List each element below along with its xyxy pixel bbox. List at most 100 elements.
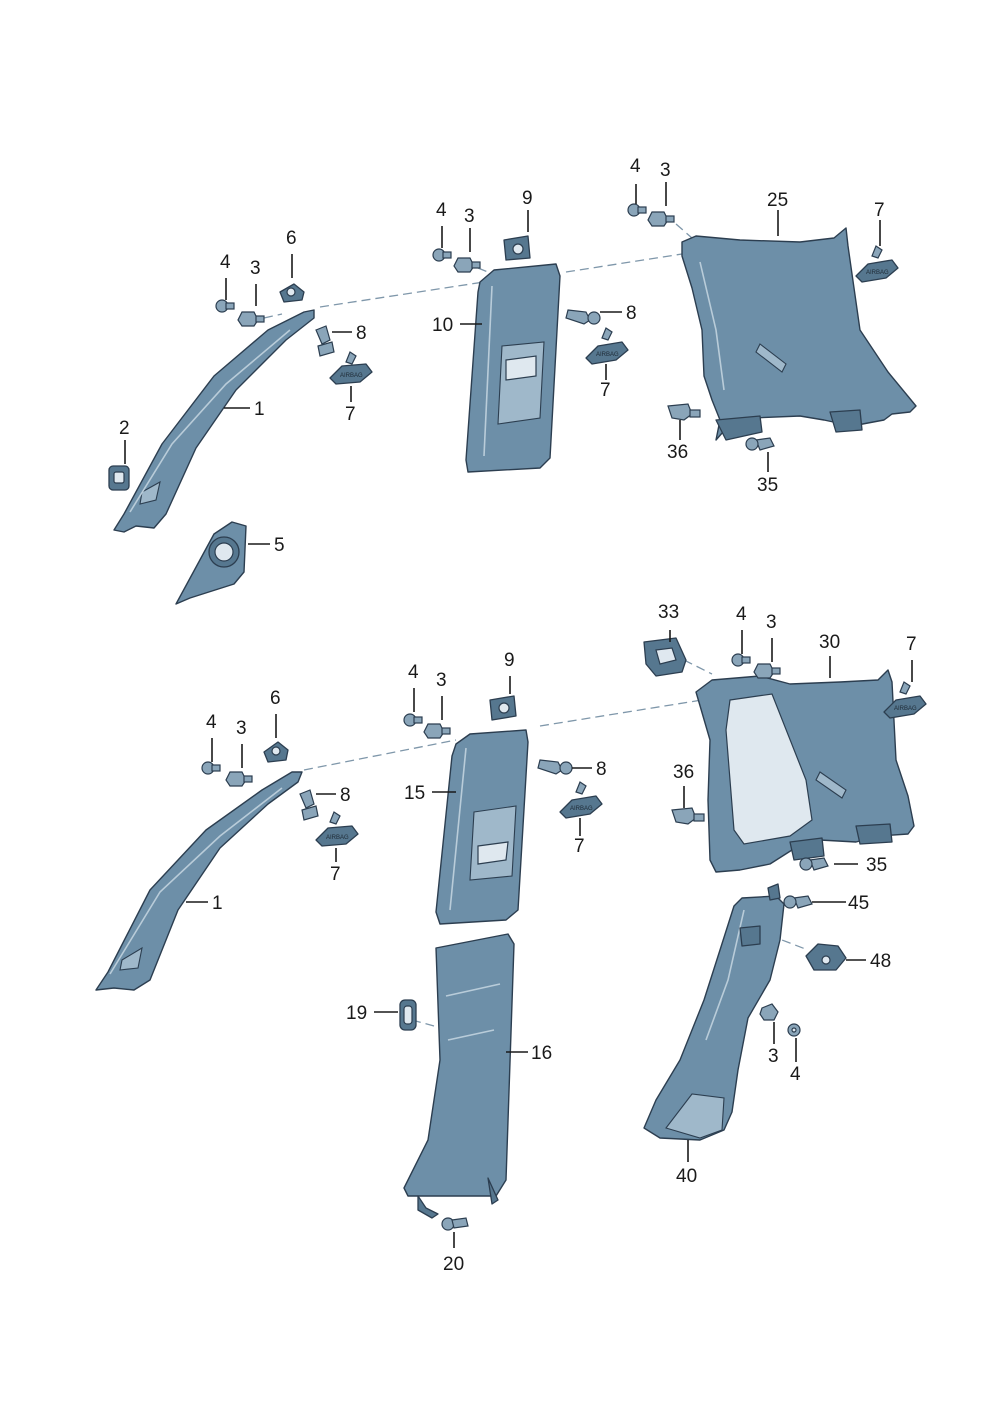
bracket-part-33 (643, 637, 687, 677)
callout-16: 16 (531, 1043, 552, 1064)
screw-3-upper-left (237, 311, 265, 327)
callout-4: 4 (630, 156, 641, 177)
screw-4-lower-quarter (787, 1023, 801, 1037)
callout-8: 8 (356, 323, 367, 344)
airbag-tag-7-lower-mid: AIRBAG (559, 781, 603, 819)
b-pillar-lower-trim-part-16 (403, 933, 515, 1219)
b-pillar-trim-part-15 (435, 729, 529, 925)
clip-part-19 (399, 999, 417, 1031)
screw-3-lower-left (225, 771, 253, 787)
callout-15: 15 (404, 783, 425, 804)
airbag-tag-7-upper-mid: AIRBAG (585, 327, 629, 365)
clip-36-lower (671, 807, 705, 825)
airbag-tag-7-upper-left: AIRBAG (329, 351, 373, 385)
screw-8-lower-left (299, 789, 319, 821)
callout-19: 19 (346, 1003, 367, 1024)
callout-45: 45 (848, 893, 869, 914)
screw-4-upper-mid (432, 248, 452, 262)
airbag-tag-text: AIRBAG (570, 806, 593, 812)
alignment-line (303, 739, 457, 771)
callout-3: 3 (250, 258, 261, 279)
callout-8: 8 (340, 785, 351, 806)
lower-assembly: AIRBAG AIRBAG (95, 637, 927, 1231)
callout-8: 8 (626, 303, 637, 324)
screw-3-upper-mid (453, 257, 481, 273)
screw-3-lower-quarter (759, 1003, 779, 1021)
callout-labels: 4 3 6 8 7 1 2 5 4 3 9 10 8 7 4 3 25 7 36… (119, 156, 917, 1275)
callout-7: 7 (874, 200, 885, 221)
callout-36: 36 (673, 762, 694, 783)
screw-35-lower (799, 857, 829, 871)
callout-7: 7 (906, 634, 917, 655)
c-pillar-trim-upper-part-25 (681, 227, 917, 441)
airbag-tag-text: AIRBAG (340, 373, 363, 379)
clip-36-upper (667, 403, 701, 421)
airbag-tag-7-lower-right: AIRBAG (883, 681, 927, 719)
screw-4-upper-left (215, 299, 235, 313)
callout-25: 25 (767, 190, 788, 211)
screw-3-lower-mid (423, 723, 451, 739)
quarter-trim-lower-part-40 (643, 883, 785, 1141)
callout-7: 7 (600, 380, 611, 401)
callout-35: 35 (757, 475, 778, 496)
callout-1: 1 (254, 399, 265, 420)
callout-2: 2 (119, 418, 130, 439)
screw-35-upper (745, 437, 775, 451)
callout-9: 9 (522, 188, 533, 209)
callout-36: 36 (667, 442, 688, 463)
callout-7: 7 (574, 836, 585, 857)
upper-assembly: AIRBAG AIRBAG (108, 203, 917, 605)
c-pillar-trim-part-30 (695, 669, 915, 873)
screw-8-upper-left (315, 325, 335, 357)
screw-3-upper-right (647, 211, 675, 227)
callout-4: 4 (736, 604, 747, 625)
callout-7: 7 (345, 404, 356, 425)
alignment-line (539, 699, 703, 727)
airbag-tag-text: AIRBAG (866, 270, 889, 276)
airbag-tag-text: AIRBAG (894, 706, 917, 712)
airbag-tag-text: AIRBAG (596, 352, 619, 358)
callout-30: 30 (819, 632, 840, 653)
airbag-tag-7-upper-right: AIRBAG (855, 245, 899, 283)
callout-6: 6 (270, 688, 281, 709)
cap-part-48 (805, 943, 847, 971)
screw-8-lower-mid (537, 759, 573, 775)
callout-3: 3 (766, 612, 777, 633)
callout-8: 8 (596, 759, 607, 780)
callout-5: 5 (274, 535, 285, 556)
callout-4: 4 (408, 662, 419, 683)
screw-8-upper-mid (565, 309, 601, 325)
callout-4: 4 (790, 1064, 801, 1085)
callout-1: 1 (212, 893, 223, 914)
screw-4-lower-right (731, 653, 751, 667)
screw-4-upper-right (627, 203, 647, 217)
alignment-line (263, 313, 283, 319)
callout-33: 33 (658, 602, 679, 623)
callout-3: 3 (236, 718, 247, 739)
clip-part-2 (108, 465, 130, 491)
alignment-line (565, 253, 683, 273)
clip-9-upper (503, 235, 531, 261)
speaker-cover-part-5 (175, 521, 247, 605)
callout-3: 3 (768, 1046, 779, 1067)
callout-10: 10 (432, 315, 453, 336)
screw-3-lower-right (753, 663, 781, 679)
callout-3: 3 (436, 670, 447, 691)
leader-lines (124, 182, 913, 1248)
callout-48: 48 (870, 951, 891, 972)
callout-4: 4 (206, 712, 217, 733)
alignment-line (683, 659, 713, 675)
airbag-tag-7-lower-left: AIRBAG (315, 811, 359, 847)
clip-6-upper (279, 283, 305, 303)
a-pillar-trim-lower (95, 771, 303, 991)
clip-9-lower (489, 695, 517, 721)
callout-20: 20 (443, 1254, 464, 1275)
alignment-line (755, 929, 809, 951)
callout-4: 4 (436, 200, 447, 221)
screw-45 (783, 895, 813, 909)
screw-20 (441, 1217, 469, 1231)
a-pillar-trim-upper (113, 309, 315, 533)
callout-3: 3 (660, 160, 671, 181)
callout-9: 9 (504, 650, 515, 671)
callout-35: 35 (866, 855, 887, 876)
